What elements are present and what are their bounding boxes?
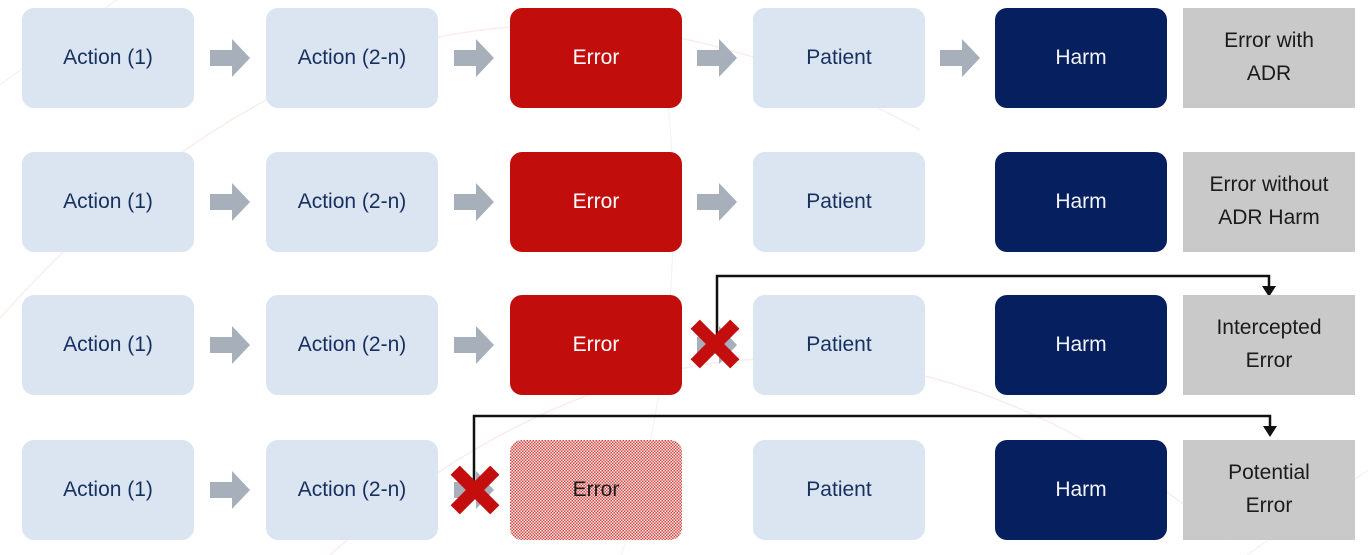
outcome-line: Error (1245, 494, 1293, 517)
flow-arrow-icon (454, 326, 494, 364)
potential-connector-arrowhead (1263, 426, 1277, 437)
blocked-cross-icon (690, 319, 740, 369)
box-action-2n: Action (2-n) (266, 8, 438, 108)
outcome-label: Error with ADR (1183, 8, 1355, 108)
box-error-potential: Error (510, 440, 682, 540)
box-action-2n: Action (2-n) (266, 440, 438, 540)
box-label: Harm (1055, 46, 1107, 69)
flow-arrow-icon (210, 471, 250, 509)
box-label: Action (2-n) (297, 46, 407, 69)
box-label: Action (1) (63, 478, 153, 501)
flow-arrow-icon (697, 183, 737, 221)
box-patient: Patient (753, 440, 925, 540)
outcome-line: Error with (1224, 29, 1314, 53)
box-label: Harm (1055, 190, 1107, 213)
box-label: Action (1) (63, 46, 153, 69)
outcome-label: Potential Error (1183, 440, 1355, 540)
box-label: Harm (1055, 333, 1107, 356)
box-label: Action (2-n) (297, 333, 407, 356)
outcome-line: Error (1245, 349, 1293, 372)
box-harm: Harm (995, 295, 1167, 395)
box-label: Patient (806, 190, 872, 213)
outcome-label: Error without ADR Harm (1183, 152, 1355, 252)
box-harm: Harm (995, 8, 1167, 108)
outcome-line: Intercepted (1216, 316, 1322, 340)
outcome-line: Error without (1209, 173, 1329, 197)
box-patient: Patient (753, 8, 925, 108)
outcome-label: Intercepted Error (1183, 295, 1355, 395)
box-error: Error (510, 8, 682, 108)
box-action-2n: Action (2-n) (266, 152, 438, 252)
box-action-1: Action (1) (22, 152, 194, 252)
box-action-2n: Action (2-n) (266, 295, 438, 395)
flow-arrow-icon (697, 326, 737, 364)
box-action-1: Action (1) (22, 295, 194, 395)
flow-arrow-icon (210, 326, 250, 364)
flow-arrow-icon (454, 471, 494, 509)
outcome-line: Potential (1228, 461, 1310, 485)
box-action-1: Action (1) (22, 8, 194, 108)
box-harm: Harm (995, 152, 1167, 252)
box-label: Error (572, 333, 620, 356)
box-label: Patient (806, 46, 872, 69)
box-patient: Patient (753, 295, 925, 395)
box-label: Error (572, 190, 620, 213)
blocked-cross-icon (450, 465, 500, 515)
box-label: Harm (1055, 478, 1107, 501)
box-label: Patient (806, 333, 872, 356)
box-label: Action (2-n) (297, 478, 407, 501)
box-harm: Harm (995, 440, 1167, 540)
flow-arrow-icon (210, 183, 250, 221)
outcome-line: ADR (1246, 62, 1292, 85)
flow-arrow-icon (454, 39, 494, 77)
outcome-line: ADR Harm (1218, 206, 1320, 229)
box-action-1: Action (1) (22, 440, 194, 540)
flow-arrow-icon (454, 183, 494, 221)
box-label: Action (2-n) (297, 190, 407, 213)
box-label: Error (572, 46, 620, 69)
box-error: Error (510, 295, 682, 395)
flow-arrow-icon (940, 39, 980, 77)
box-error: Error (510, 152, 682, 252)
box-label: Action (1) (63, 333, 153, 356)
flow-arrow-icon (210, 39, 250, 77)
box-label: Patient (806, 478, 872, 501)
box-label: Error (572, 478, 620, 501)
box-patient: Patient (753, 152, 925, 252)
box-label: Action (1) (63, 190, 153, 213)
flow-arrow-icon (697, 39, 737, 77)
